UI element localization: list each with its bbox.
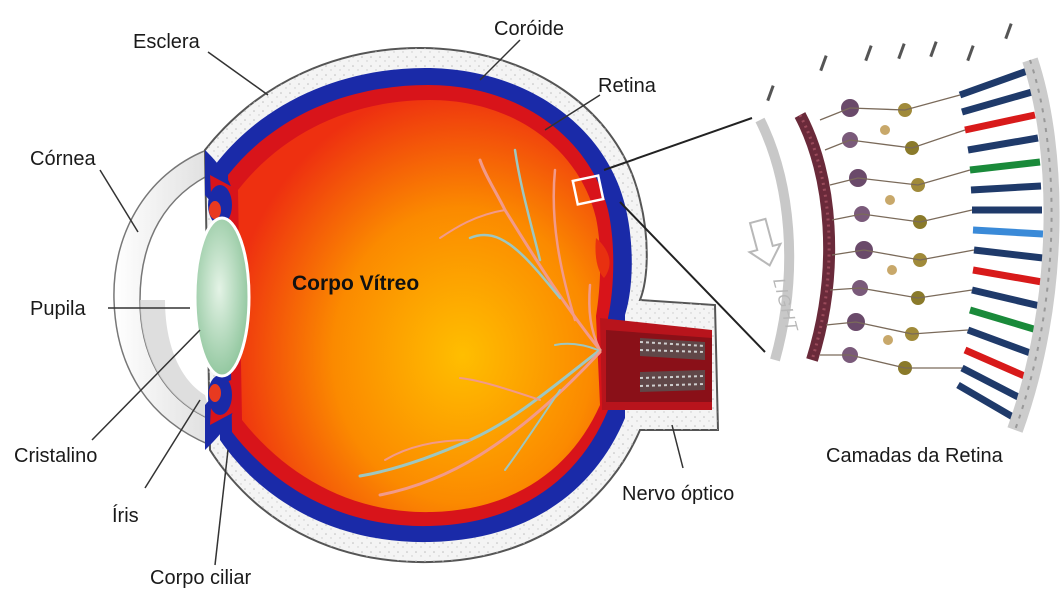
optic-nerve bbox=[600, 318, 712, 410]
label-retina: Retina bbox=[598, 75, 657, 97]
cell-connections bbox=[820, 95, 974, 368]
label-cristalino: Cristalino bbox=[14, 445, 97, 467]
label-esclera: Esclera bbox=[133, 31, 201, 53]
label-coroide: Coróide bbox=[494, 18, 564, 40]
label-corpo-ciliar: Corpo ciliar bbox=[150, 567, 251, 589]
label-iris: Íris bbox=[112, 504, 139, 527]
label-camadas-retina: Camadas da Retina bbox=[826, 445, 1004, 467]
zoom-line-top bbox=[604, 118, 752, 170]
light-label: LIGHT bbox=[769, 276, 802, 335]
label-pupila: Pupila bbox=[30, 298, 86, 320]
vitreous-body bbox=[238, 100, 600, 512]
label-cornea: Córnea bbox=[30, 148, 96, 170]
retina-layers-inset: LIGHT bbox=[742, 23, 1051, 430]
light-arrow bbox=[742, 217, 785, 270]
label-corpo-vitreo: Corpo Vítreo bbox=[292, 272, 419, 295]
lens-crystalline bbox=[195, 218, 249, 376]
label-nervo-optico: Nervo óptico bbox=[622, 483, 734, 505]
